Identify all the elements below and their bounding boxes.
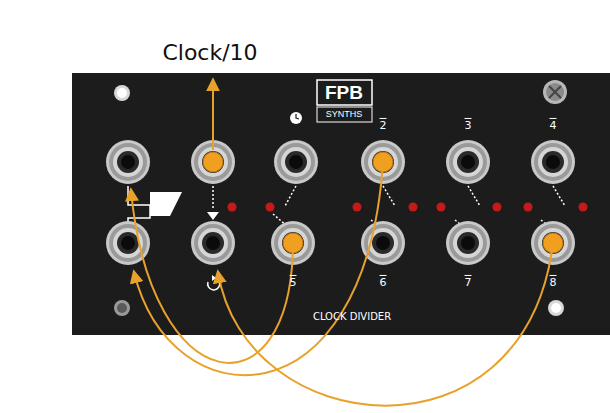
panel: [72, 73, 610, 335]
module-name: CLOCK DIVIDER: [313, 311, 391, 322]
jack-number: 4: [550, 120, 557, 132]
jack-number: 3: [465, 120, 472, 132]
brand-name: SYNTHS: [326, 110, 363, 120]
brand-logo: FPB: [325, 83, 363, 104]
jack-number: 8: [550, 277, 557, 289]
output-label: Clock/10: [162, 41, 257, 65]
jack-number: 6: [380, 277, 387, 289]
jack-number: 5: [290, 277, 297, 289]
jack-number: 7: [465, 277, 472, 289]
jack-number: 2: [380, 120, 387, 132]
